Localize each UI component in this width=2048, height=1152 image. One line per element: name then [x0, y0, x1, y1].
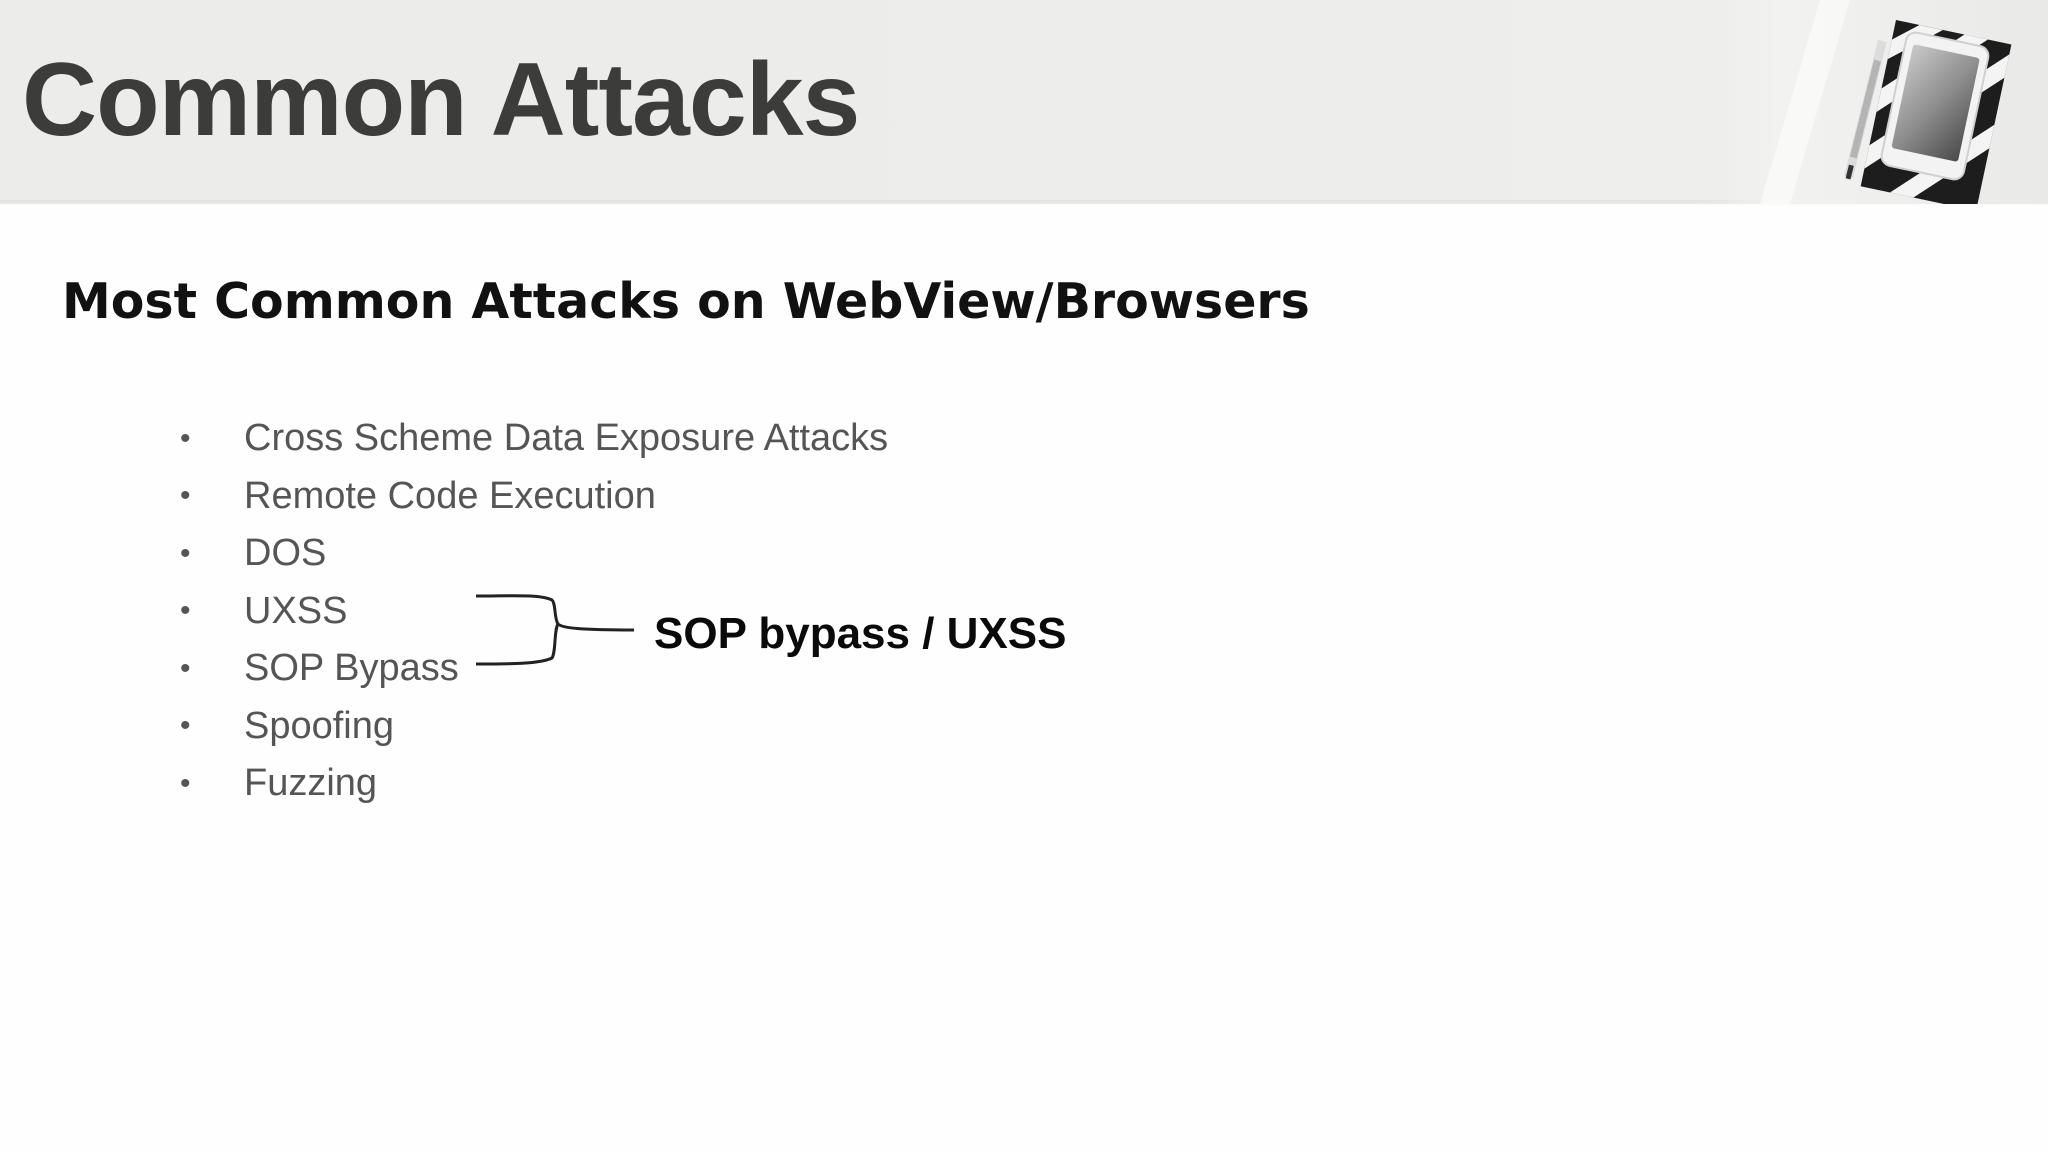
bullet-icon: • [180, 651, 191, 685]
list-item: • SOP Bypass [180, 640, 888, 698]
list-item-text: DOS [244, 532, 327, 575]
callout-label: SOP bypass / UXSS [654, 609, 1067, 658]
list-item-text: Spoofing [244, 704, 395, 747]
bullet-icon: • [180, 594, 191, 628]
bullet-icon: • [180, 421, 191, 455]
list-item: • Fuzzing [180, 755, 888, 813]
list-item-text: Cross Scheme Data Exposure Attacks [244, 417, 889, 460]
list-item-text: Fuzzing [244, 762, 378, 805]
bullet-icon: • [180, 766, 191, 800]
bullet-list: • Cross Scheme Data Exposure Attacks • R… [180, 410, 888, 813]
list-item: • DOS [180, 525, 888, 583]
header-divider [0, 200, 2048, 206]
bullet-icon: • [180, 479, 191, 513]
list-item: • UXSS [180, 583, 888, 641]
tablet-clapperboard-photo [1690, 0, 2048, 204]
list-item-text: UXSS [244, 589, 348, 632]
bullet-icon: • [180, 709, 191, 743]
slide-title: Common Attacks [22, 42, 860, 158]
list-item: • Remote Code Execution [180, 468, 888, 526]
corner-photo [1690, 0, 2048, 204]
subtitle: Most Common Attacks on WebView/Browsers [62, 273, 1310, 330]
list-item-text: SOP Bypass [244, 647, 459, 690]
list-item: • Cross Scheme Data Exposure Attacks [180, 410, 888, 468]
bullet-icon: • [180, 536, 191, 570]
list-item: • Spoofing [180, 698, 888, 756]
curly-brace-icon [475, 594, 635, 666]
list-item-text: Remote Code Execution [244, 474, 656, 517]
